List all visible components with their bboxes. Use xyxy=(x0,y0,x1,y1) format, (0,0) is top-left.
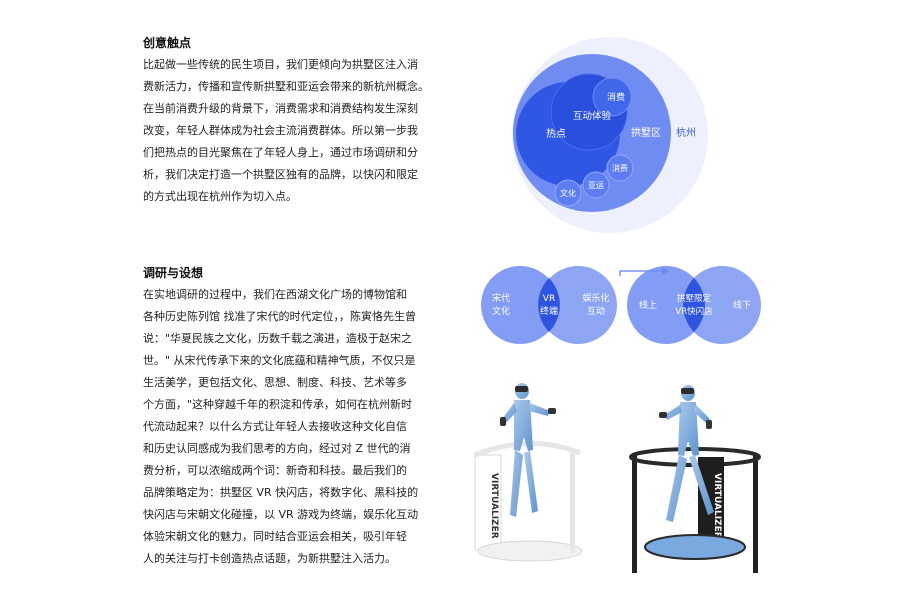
circle-culture xyxy=(554,179,582,207)
label-gongshu: 拱墅区 xyxy=(631,126,661,139)
label-ent-2: 互动 xyxy=(587,306,605,317)
section1-line: 改变，年轻人群体成为社会主流消费群体。所以第一步我 xyxy=(143,124,418,137)
section2-line: 世。" 从宋代传承下来的文化底蕴和精神气质，不仅只是 xyxy=(143,354,416,367)
device-left-panel xyxy=(474,454,502,551)
nested-circle-diagram: 杭州 拱墅区 热点 互动体验 消费 消费 亚运 文化 xyxy=(512,37,708,233)
section1-line: 比起做一些传统的民生项目，我们更倾向为拱墅区注入消 xyxy=(143,58,418,71)
section1-heading: 创意触点 xyxy=(143,36,192,50)
section2-line: 说："华夏民族之文化，历数千载之演进，造极于赵宋之 xyxy=(143,332,413,345)
label-vr-1: VR xyxy=(543,294,555,304)
label-hot: 热点 xyxy=(546,127,566,140)
label-ent-1: 娱乐化 xyxy=(582,292,609,304)
circle-offline xyxy=(683,266,761,344)
label-consume2: 消费 xyxy=(612,163,628,173)
vr-treadmill-illustration: VIRTUALIZER VIRTUALIZER xyxy=(474,383,761,573)
section2-line: 生活美学，更包括文化、思想、制度、科技、艺术等多 xyxy=(143,376,407,389)
label-consume: 消费 xyxy=(607,91,625,103)
label-online: 线上 xyxy=(639,299,657,311)
device-brand-left: VIRTUALIZER xyxy=(489,473,499,539)
circle-consume2 xyxy=(606,154,634,182)
label-hangzhou: 杭州 xyxy=(676,126,696,139)
circle-online xyxy=(627,266,705,344)
section2-line: 各种历史陈列馆 找准了宋代的时代定位，，陈寅恪先生曾 xyxy=(143,310,416,323)
vr-person-right xyxy=(659,385,714,522)
section2-line: 费分析，可以浓缩成两个词：新奇和科技。最后我们的 xyxy=(143,464,407,477)
circle-song-culture xyxy=(481,266,559,344)
section2-line: 品牌策略定为：拱墅区 VR 快闪店，将数字化、黑科技的 xyxy=(143,486,419,499)
vr-person-left xyxy=(500,383,556,517)
label-culture: 文化 xyxy=(560,188,576,198)
circle-asiad xyxy=(582,171,610,199)
section1-line: 的方式出现在杭州作为切入点。 xyxy=(143,190,297,203)
label-vr-2: 终端 xyxy=(540,305,558,317)
circle-consume xyxy=(592,77,632,117)
label-offline: 线下 xyxy=(733,299,751,311)
circle-entertainment xyxy=(539,266,617,344)
section1-line: 费新活力，传播和宣传新拱墅和亚运会带来的新杭州概念。 xyxy=(143,80,429,93)
section2-line: 体验宋朝文化的魅力，同时结合亚运会相关，吸引年轻 xyxy=(143,530,407,543)
section1-line: 析，我们决定打造一个拱墅区独有的品牌，以快闪和限定 xyxy=(143,168,418,181)
device-brand-right: VIRTUALIZER xyxy=(712,473,722,539)
section1-line: 在当前消费升级的背景下，消费需求和消费结构发生深刻 xyxy=(143,102,418,115)
section2-line: 快闪店与宋朝文化碰撞，以 VR 游戏为终端，娱乐化互动 xyxy=(143,508,419,521)
section1-line: 们把热点的目光聚焦在了年轻人身上，通过市场调研和分 xyxy=(143,146,418,159)
label-song-1: 宋代 xyxy=(492,292,510,304)
section2-line: 人的关注与打卡创造热点话题，为新拱墅注入活力。 xyxy=(143,552,396,565)
section2-paragraph: 在实地调研的过程中，我们在西湖文化广场的博物馆和 各种历史陈列馆 找准了宋代的时… xyxy=(143,284,443,570)
label-song-2: 文化 xyxy=(492,305,510,317)
overlap-limited-store xyxy=(683,278,705,332)
venn-flow-diagram: 宋代 文化 VR 终端 娱乐化 互动 线上 拱墅限定 VR快闪店 线下 xyxy=(481,266,761,344)
section2-line: 和历史认同感成为我们思考的方向，经过对 Z 世代的消 xyxy=(143,442,411,455)
section1-paragraph: 比起做一些传统的民生项目，我们更倾向为拱墅区注入消 费新活力，传播和宣传新拱墅和… xyxy=(143,54,433,208)
label-limit-1: 拱墅限定 xyxy=(677,293,712,304)
section2-line: 个方面，"这种穿越千年的积淀和传承，如何在杭州新时 xyxy=(143,398,413,411)
overlap-vr xyxy=(538,278,560,332)
label-limit-2: VR快闪店 xyxy=(675,306,713,317)
section2-line: 代流动起来？以什么方式让年轻人去接收这种文化自信 xyxy=(143,420,407,433)
section2-heading: 调研与设想 xyxy=(143,266,204,280)
vr-device-right: VIRTUALIZER xyxy=(629,447,761,573)
vr-device-left: VIRTUALIZER xyxy=(474,440,583,562)
label-interactive: 互动体验 xyxy=(573,110,612,122)
label-asiad: 亚运 xyxy=(588,181,604,190)
section2-line: 在实地调研的过程中，我们在西湖文化广场的博物馆和 xyxy=(143,288,407,301)
